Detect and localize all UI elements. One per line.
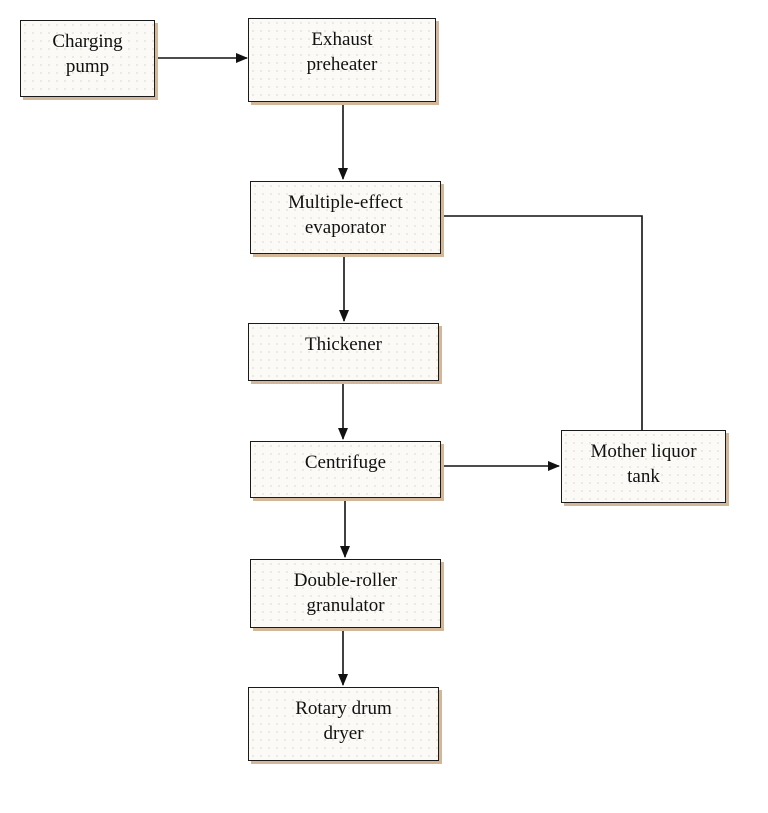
node-label: Double-roller granulator bbox=[293, 570, 398, 616]
node-label: Rotary drum dryer bbox=[295, 698, 392, 744]
node-thickener: Thickener bbox=[248, 323, 439, 381]
node-label: Centrifuge bbox=[304, 452, 387, 473]
node-rotary-drum-dryer: Rotary drum dryer bbox=[248, 687, 439, 761]
node-label: Exhaust preheater bbox=[306, 29, 378, 75]
node-multiple-effect-evaporator: Multiple-effect evaporator bbox=[250, 181, 441, 254]
node-double-roller-granulator: Double-roller granulator bbox=[250, 559, 441, 628]
node-label: Mother liquor tank bbox=[590, 441, 697, 487]
node-label: Multiple-effect evaporator bbox=[288, 192, 403, 238]
node-centrifuge: Centrifuge bbox=[250, 441, 441, 498]
node-label: Thickener bbox=[304, 334, 382, 355]
node-exhaust-preheater: Exhaust preheater bbox=[248, 18, 436, 102]
arrow-mother-liquor-to-evaporator bbox=[442, 216, 643, 430]
node-charging-pump: Charging pump bbox=[20, 20, 155, 97]
node-mother-liquor-tank: Mother liquor tank bbox=[561, 430, 726, 503]
node-label: Charging pump bbox=[52, 31, 123, 77]
